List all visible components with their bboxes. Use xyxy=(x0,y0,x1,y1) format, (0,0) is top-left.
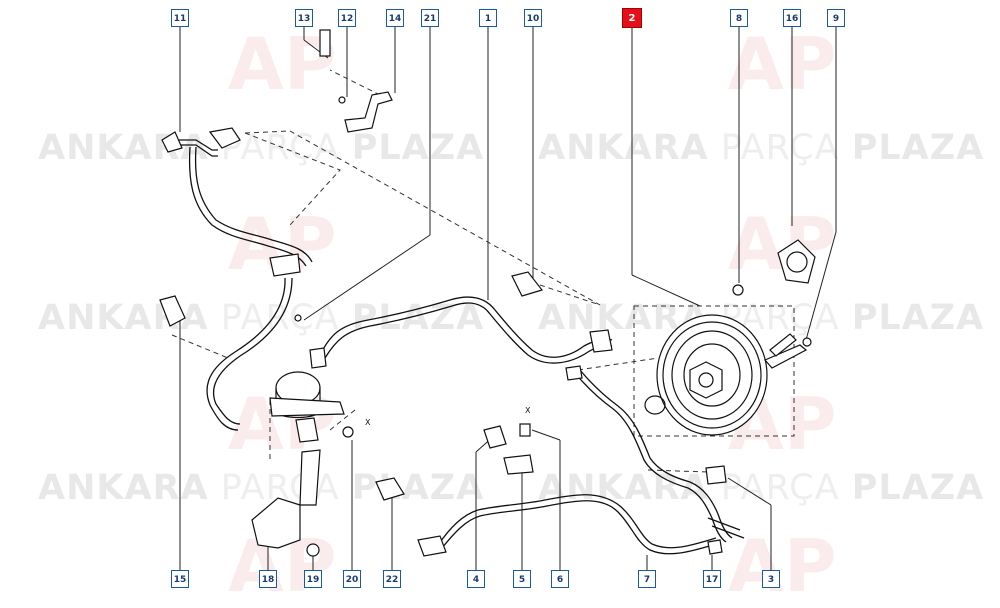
callout-20[interactable]: 20 xyxy=(343,570,361,588)
watermark-text: ANKARA PARÇA PLAZA xyxy=(538,468,985,508)
callout-17[interactable]: 17 xyxy=(703,570,721,588)
watermark-logo: AP xyxy=(728,524,837,608)
watermark-text: ANKARA PARÇA PLAZA xyxy=(538,128,985,168)
callout-11[interactable]: 11 xyxy=(171,9,189,27)
callout-10[interactable]: 10 xyxy=(524,9,542,27)
callout-22[interactable]: 22 xyxy=(383,570,401,588)
x-mark: X xyxy=(525,406,531,415)
callout-1[interactable]: 1 xyxy=(479,9,497,27)
callout-16[interactable]: 16 xyxy=(783,9,801,27)
callout-7[interactable]: 7 xyxy=(638,570,656,588)
callout-2-highlighted[interactable]: 2 xyxy=(622,8,642,28)
watermark-logo: AP xyxy=(228,22,337,106)
callout-21[interactable]: 21 xyxy=(421,9,439,27)
callout-14[interactable]: 14 xyxy=(386,9,404,27)
watermark-logo: AP xyxy=(728,22,837,106)
callout-15[interactable]: 15 xyxy=(171,570,189,588)
callout-12[interactable]: 12 xyxy=(338,9,356,27)
dashed-lines xyxy=(171,69,795,473)
callout-13[interactable]: 13 xyxy=(295,9,313,27)
leader-lines xyxy=(179,27,837,570)
callout-3[interactable]: 3 xyxy=(762,570,780,588)
callout-18[interactable]: 18 xyxy=(259,570,277,588)
parts xyxy=(159,29,816,557)
x-mark: X xyxy=(365,418,371,427)
hoses xyxy=(170,139,745,555)
callout-19[interactable]: 19 xyxy=(304,570,322,588)
callout-4[interactable]: 4 xyxy=(467,570,485,588)
callout-9[interactable]: 9 xyxy=(827,9,845,27)
callout-6[interactable]: 6 xyxy=(551,570,569,588)
callout-5[interactable]: 5 xyxy=(513,570,531,588)
callout-8[interactable]: 8 xyxy=(730,9,748,27)
x-marks: X X xyxy=(365,406,531,427)
brake-booster xyxy=(656,314,768,436)
